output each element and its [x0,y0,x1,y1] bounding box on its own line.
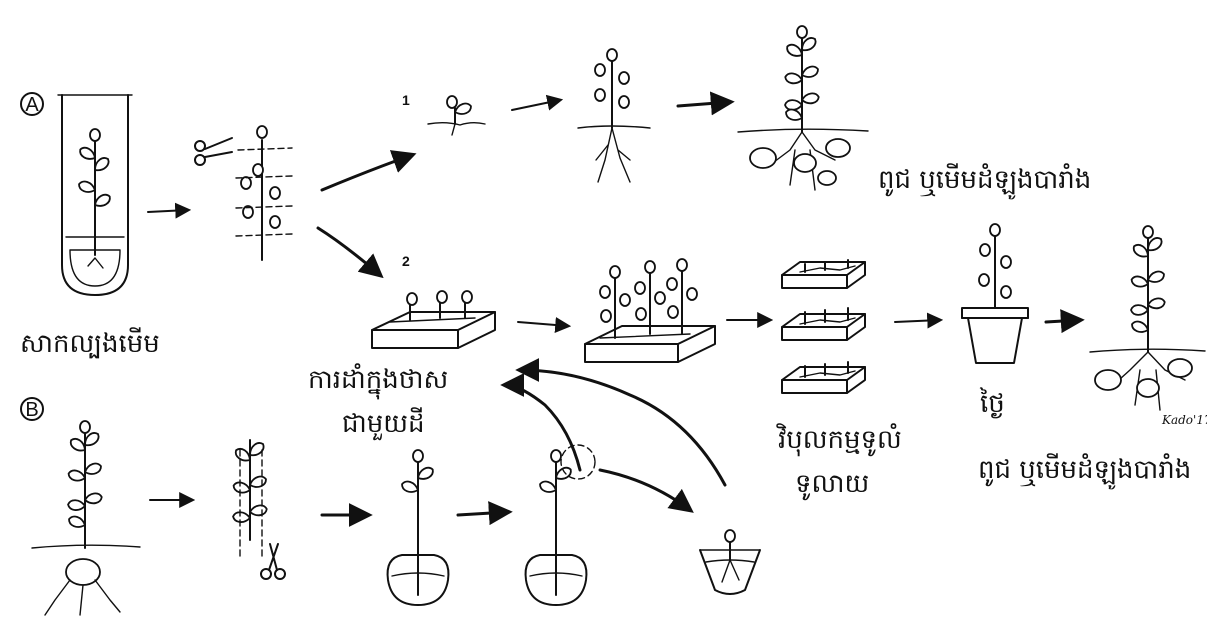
jar-1 [388,450,449,605]
arrow-to-path-2 [318,228,380,275]
caption-multiply-1: វិបុលកម្មទូលំ [776,423,902,457]
path1-grown-plant [738,26,868,190]
jar-2 [526,445,595,605]
arrow-return-cup [520,370,725,485]
arrow-return-jar [505,385,580,470]
label-b: B [21,398,43,421]
arrow-tube-to-stem [148,210,188,212]
cut-stem-a [236,126,292,260]
signature: Kado'17 [1161,413,1207,427]
arrow-tray-to-seedlings [518,322,568,326]
caption-seed-top: ពូជ ឬមើមដំឡូងបារាំង [878,163,1091,200]
caption-seed-bottom: ពូជ ឬមើមដំឡូងបារាំង [978,453,1191,490]
seedling-tray [585,259,715,362]
scissors-icon [195,138,232,165]
scissors-icon [261,544,285,579]
final-plant [1090,226,1205,410]
caption-tray-1: ការដាំក្នុងថាស [308,363,448,400]
caption-multiply-2: ទូលាយ [795,469,869,501]
arrow-to-path-1 [322,155,412,190]
caption-tube: សាកល្បងមើម [20,327,160,359]
svg-text:B: B [25,399,38,421]
arrow-path1-a [512,100,560,110]
test-tube [58,95,132,295]
path-1-number: 1 [402,92,410,108]
path1-cutting [428,96,485,135]
arrow-b-jar2-to-cup [600,470,690,510]
rooting-cup [700,530,760,594]
label-a: A [21,93,43,116]
arrow-path1-b [678,102,730,106]
soil-tray [372,291,495,348]
potato-plant-b [32,421,140,615]
multiplication-trays [782,260,865,393]
pot [962,224,1028,363]
arrow-b-jar1-to-jar2 [458,512,508,515]
arrow-to-final-plant [1046,320,1080,322]
arrow-to-pot [895,320,940,322]
cut-stem-b [232,440,267,560]
path-2-number: 2 [402,253,410,269]
svg-text:A: A [25,94,39,116]
caption-tray-2: ជាមួយដី [342,407,425,441]
path1-rooted-plantlet [578,49,650,182]
caption-pot: ថ្ងៃ [979,387,1005,419]
